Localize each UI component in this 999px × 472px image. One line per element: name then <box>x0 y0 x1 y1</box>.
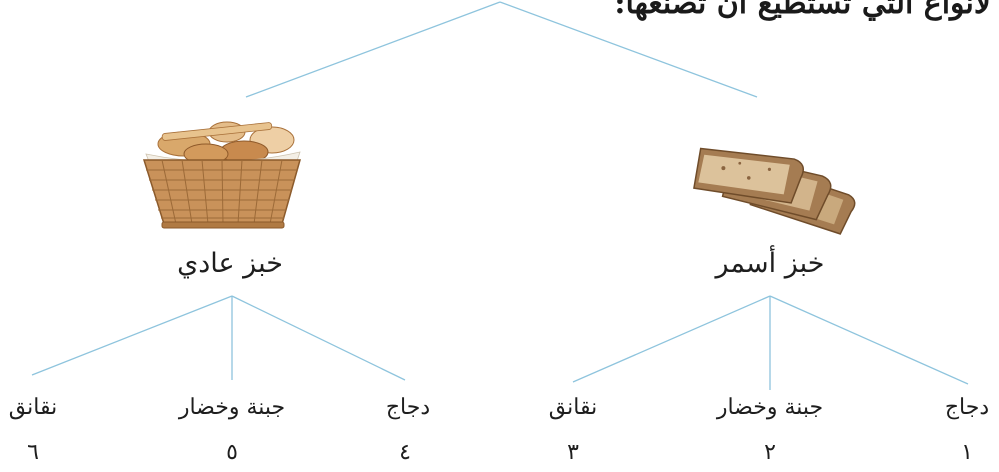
leaf-label: دجاج <box>944 395 990 420</box>
leaf-number: ٣ <box>567 440 579 465</box>
bread-label-regular: خبز عادي <box>177 248 283 279</box>
leaf-number: ٦ <box>27 440 39 465</box>
leaf-number: ٤ <box>399 440 411 465</box>
leaf-label: جبنة وخضار <box>716 395 824 420</box>
leaf-number: ١ <box>961 440 973 465</box>
leaf-label: جبنة وخضار <box>178 395 286 420</box>
page-heading: لأنواع التي تستطيع أن تصنعها: <box>614 0 991 21</box>
leaf-label: نقانق <box>548 395 598 420</box>
leaf-number: ٥ <box>226 440 238 465</box>
connector-line <box>572 295 771 383</box>
bread-label-brown: خبز أسمر <box>715 248 825 279</box>
leaf-number: ٢ <box>764 440 776 465</box>
connector-line <box>245 1 501 98</box>
connector-line <box>231 295 406 381</box>
leaf-label: دجاج <box>385 395 431 420</box>
leaf-label: نقانق <box>8 395 58 420</box>
connector-line <box>499 1 758 98</box>
brown-bread-slices-icon <box>693 147 856 235</box>
bread-basket-icon <box>142 121 301 229</box>
connector-line <box>769 295 969 385</box>
connector-line <box>31 295 233 376</box>
